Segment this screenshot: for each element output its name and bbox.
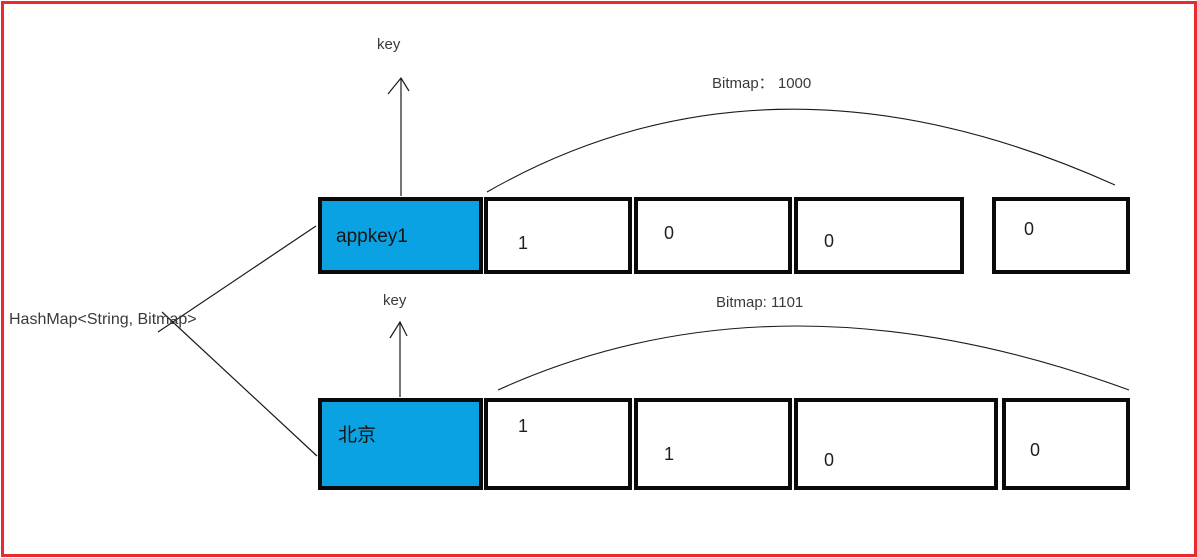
row1-bit-2: 0 xyxy=(824,231,835,251)
row1-bit-cell-3: 0 xyxy=(992,197,1130,274)
row2-key-name: 北京 xyxy=(338,425,377,446)
row2-key-cell: 北京 xyxy=(318,398,483,490)
row2-key-arrowhead-icon xyxy=(389,320,408,339)
row1-key-label: key xyxy=(377,36,401,53)
row2-bit-3: 0 xyxy=(1030,440,1041,460)
row2-bit-2: 0 xyxy=(824,450,835,470)
row1-bitmap-value-label: Bitmap： 1000 xyxy=(712,75,812,92)
row1-key-cell: appkey1 xyxy=(318,197,483,274)
row1-bit-1: 0 xyxy=(664,223,675,243)
row2-bitmap-arc xyxy=(497,325,1130,391)
row2-bit-cell-2: 0 xyxy=(794,398,998,490)
row2-bit-1: 1 xyxy=(664,444,675,464)
row1-bitmap-arc xyxy=(486,108,1116,193)
row1-bit-cell-1: 0 xyxy=(634,197,792,274)
row2-bit-0: 1 xyxy=(518,416,529,436)
row2-bit-cell-0: 1 xyxy=(484,398,632,490)
row1-key-arrowhead-icon xyxy=(387,76,410,95)
row2-bitmap-value-label: Bitmap: 1101 xyxy=(716,294,804,311)
row1-bit-cell-0: 1 xyxy=(484,197,632,274)
row2-bit-cell-1: 1 xyxy=(634,398,792,490)
row2-bit-cell-3: 0 xyxy=(1002,398,1130,490)
row1-bit-0: 1 xyxy=(518,233,529,253)
row2-key-label: key xyxy=(383,292,407,309)
hashmap-type-label: HashMap<String, Bitmap> xyxy=(9,311,197,328)
hashmap-to-row2-line xyxy=(161,311,318,457)
row1-bit-cell-2: 0 xyxy=(794,197,964,274)
hashmap-to-row1-line xyxy=(157,225,317,333)
row1-bit-3: 0 xyxy=(1024,219,1035,239)
row1-key-name: appkey1 xyxy=(336,226,408,247)
